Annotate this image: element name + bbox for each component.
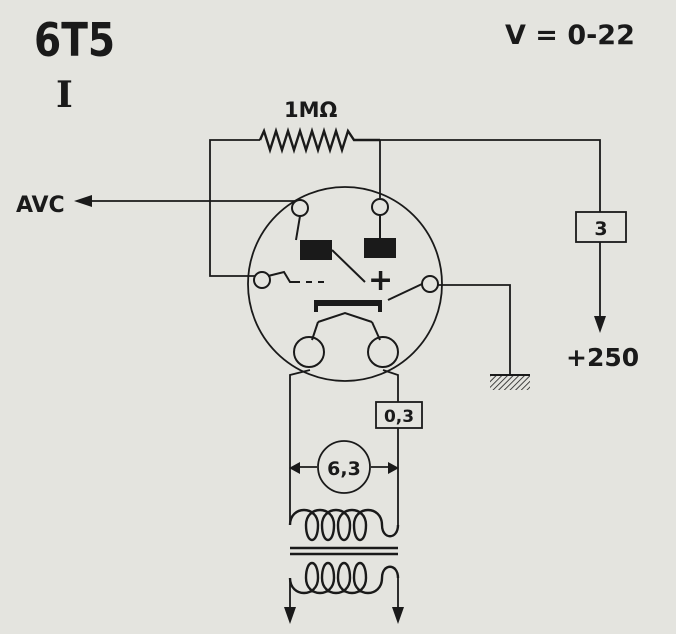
- supply-voltage-label: +250: [566, 343, 639, 372]
- left-plate-lead: [295, 215, 301, 241]
- voltage-range-label: V = 0-22: [505, 20, 635, 51]
- box-heater-current: [375, 401, 423, 429]
- plus-marker: +: [368, 263, 393, 298]
- tube-pins: [253, 198, 439, 368]
- heater-wire-left: [289, 369, 311, 525]
- heater-voltage-label: 6,3: [327, 458, 361, 480]
- grid-lead: [267, 270, 300, 283]
- avc-label: AVC: [16, 193, 65, 218]
- heater-pin-left: [293, 336, 325, 368]
- tube-envelope: [247, 186, 443, 382]
- avc-arrow-icon: [74, 195, 92, 207]
- heater-wire-right: [382, 369, 399, 525]
- heater-voltage-circle: [317, 440, 371, 494]
- ground-hatch-icon: [490, 376, 530, 390]
- heater-pin-right: [367, 336, 399, 368]
- left-anode-block: [300, 240, 332, 260]
- arrowheads: [74, 195, 606, 624]
- output-arrow-left-icon: [284, 607, 296, 624]
- resistor-value-label: 1MΩ: [284, 98, 338, 122]
- filament-left: [311, 321, 319, 341]
- pin-right: [421, 275, 439, 293]
- electrodes: [300, 238, 396, 312]
- cathode-tab-left: [314, 300, 318, 312]
- filament-right: [371, 321, 381, 341]
- box-3-label: 3: [594, 218, 607, 240]
- cathode-tab-right: [378, 300, 382, 312]
- cathode-link: [387, 283, 423, 301]
- filament-v: [317, 311, 373, 323]
- top-right-wire: [380, 139, 601, 212]
- tube-roman-numeral: I: [56, 74, 73, 116]
- pin-top-right: [371, 198, 389, 216]
- primary-winding: [288, 508, 400, 542]
- wiring: [90, 127, 601, 612]
- control-link: [331, 249, 366, 283]
- cathode-bar: [314, 300, 382, 306]
- secondary-winding: [288, 561, 400, 595]
- pin-left: [253, 271, 271, 289]
- resistor-symbol: [258, 127, 380, 154]
- tube-internals: [267, 215, 423, 341]
- output-arrow-right-icon: [392, 607, 404, 624]
- heater-current-label: 0,3: [384, 407, 414, 427]
- measure-arrow-left-icon: [289, 462, 300, 474]
- transformer: [288, 508, 400, 595]
- top-left-wire: [209, 139, 260, 277]
- supply-arrow-icon: [594, 316, 606, 333]
- tube-type-label: 6T5: [34, 14, 115, 68]
- box-3: [575, 211, 627, 243]
- ground-wire: [438, 284, 511, 375]
- measure-arrow-right-icon: [388, 462, 399, 474]
- pin-top-left: [291, 199, 309, 217]
- right-anode-block: [364, 238, 396, 258]
